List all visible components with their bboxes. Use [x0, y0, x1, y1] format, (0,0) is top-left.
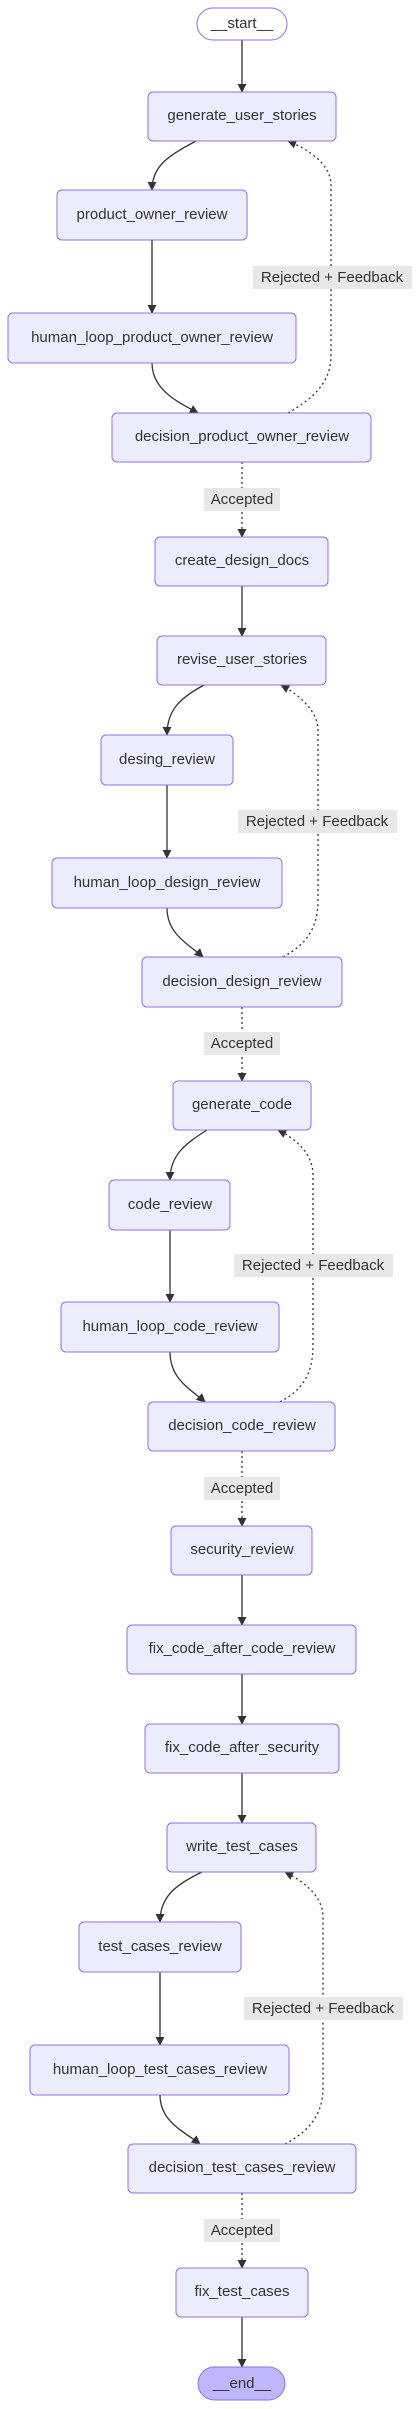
node-generate-user-stories-label: generate_user_stories	[167, 107, 316, 124]
node-code-review-label: code_review	[128, 1196, 212, 1213]
label-accepted-tests-text: Accepted	[211, 2222, 274, 2239]
edge-labels: Rejected + Feedback Accepted Rejected + …	[204, 266, 412, 2242]
edge-revise-desing-review	[162, 684, 205, 736]
node-start-label: __start__	[210, 15, 274, 32]
node-desing-review-label: desing_review	[119, 751, 215, 768]
node-decision-product-owner-review-label: decision_product_owner_review	[135, 428, 349, 445]
label-rejected-tests: Rejected + Feedback	[244, 1997, 403, 2020]
label-accepted-design: Accepted	[204, 1032, 280, 1055]
node-decision-code-review[interactable]: decision_code_review	[147, 1401, 336, 1452]
node-human-loop-design-review-label: human_loop_design_review	[74, 874, 261, 891]
node-fix-test-cases[interactable]: fix_test_cases	[175, 2267, 309, 2318]
label-rejected-code: Rejected + Feedback	[234, 1254, 393, 1277]
node-human-loop-code-review-label: human_loop_code_review	[82, 1318, 257, 1335]
node-fix-code-after-code-review-label: fix_code_after_code_review	[149, 1640, 336, 1657]
node-human-loop-product-owner-review[interactable]: human_loop_product_owner_review	[7, 312, 297, 364]
node-end-label: __end__	[212, 2375, 272, 2392]
node-desing-review[interactable]: desing_review	[100, 734, 234, 786]
edge-human-decision-code	[169, 1351, 206, 1403]
node-product-owner-review[interactable]: product_owner_review	[56, 189, 248, 241]
node-code-review[interactable]: code_review	[108, 1179, 231, 1231]
node-fix-code-after-security-label: fix_code_after_security	[165, 1739, 320, 1756]
node-security-review[interactable]: security_review	[170, 1525, 313, 1576]
node-start[interactable]: __start__	[196, 7, 288, 41]
label-rejected-tests-text: Rejected + Feedback	[252, 2000, 395, 2017]
node-decision-product-owner-review[interactable]: decision_product_owner_review	[111, 412, 372, 463]
label-rejected-po: Rejected + Feedback	[253, 266, 412, 289]
label-accepted-design-text: Accepted	[211, 1035, 274, 1052]
edge-human-decision-design	[166, 907, 204, 958]
node-write-test-cases[interactable]: write_test_cases	[166, 1822, 317, 1873]
label-rejected-design: Rejected + Feedback	[238, 810, 397, 833]
node-human-loop-code-review[interactable]: human_loop_code_review	[60, 1301, 280, 1353]
node-revise-user-stories-label: revise_user_stories	[177, 651, 307, 668]
edge-human-decision-tests	[159, 2094, 201, 2145]
edge-decision-po-rejected	[287, 139, 332, 414]
node-decision-design-review[interactable]: decision_design_review	[141, 956, 343, 1008]
edge-decision-code-rejected	[277, 1129, 314, 1403]
label-accepted-code: Accepted	[204, 1477, 280, 1500]
node-generate-code-label: generate_code	[192, 1096, 292, 1113]
label-rejected-po-text: Rejected + Feedback	[261, 269, 404, 286]
label-accepted-tests: Accepted	[204, 2219, 280, 2242]
nodes: __start__ generate_user_stories product_…	[7, 7, 372, 2401]
node-human-loop-test-cases-review-label: human_loop_test_cases_review	[53, 2061, 267, 2078]
label-rejected-code-text: Rejected + Feedback	[242, 1257, 385, 1274]
node-human-loop-design-review[interactable]: human_loop_design_review	[51, 857, 283, 909]
edge-write-tests-review	[155, 1871, 203, 1923]
node-human-loop-test-cases-review[interactable]: human_loop_test_cases_review	[29, 2044, 290, 2096]
node-product-owner-review-label: product_owner_review	[77, 206, 228, 223]
node-create-design-docs[interactable]: create_design_docs	[154, 536, 329, 587]
node-security-review-label: security_review	[190, 1541, 294, 1558]
node-generate-code[interactable]: generate_code	[172, 1080, 312, 1131]
node-decision-test-cases-review[interactable]: decision_test_cases_review	[127, 2143, 357, 2194]
node-decision-test-cases-review-label: decision_test_cases_review	[149, 2159, 336, 2176]
node-revise-user-stories[interactable]: revise_user_stories	[156, 635, 327, 686]
edges	[147, 40, 332, 2368]
node-test-cases-review[interactable]: test_cases_review	[78, 1921, 242, 1973]
node-fix-test-cases-label: fix_test_cases	[194, 2283, 289, 2300]
node-create-design-docs-label: create_design_docs	[175, 552, 309, 569]
node-write-test-cases-label: write_test_cases	[185, 1838, 298, 1855]
node-fix-code-after-code-review[interactable]: fix_code_after_code_review	[126, 1624, 357, 1675]
label-accepted-code-text: Accepted	[211, 1480, 274, 1497]
label-accepted-po: Accepted	[204, 488, 280, 511]
label-accepted-po-text: Accepted	[211, 491, 274, 508]
edge-generate-po-review	[147, 140, 197, 191]
node-generate-user-stories[interactable]: generate_user_stories	[147, 91, 337, 142]
label-rejected-design-text: Rejected + Feedback	[246, 813, 389, 830]
edge-generate-code-review	[165, 1129, 208, 1181]
node-decision-design-review-label: decision_design_review	[162, 973, 321, 990]
node-decision-code-review-label: decision_code_review	[168, 1417, 316, 1434]
node-fix-code-after-security[interactable]: fix_code_after_security	[144, 1723, 340, 1774]
edge-human-decision-po	[151, 362, 199, 414]
node-test-cases-review-label: test_cases_review	[98, 1938, 222, 1955]
node-human-loop-product-owner-review-label: human_loop_product_owner_review	[31, 329, 273, 346]
node-end[interactable]: __end__	[197, 2366, 286, 2401]
